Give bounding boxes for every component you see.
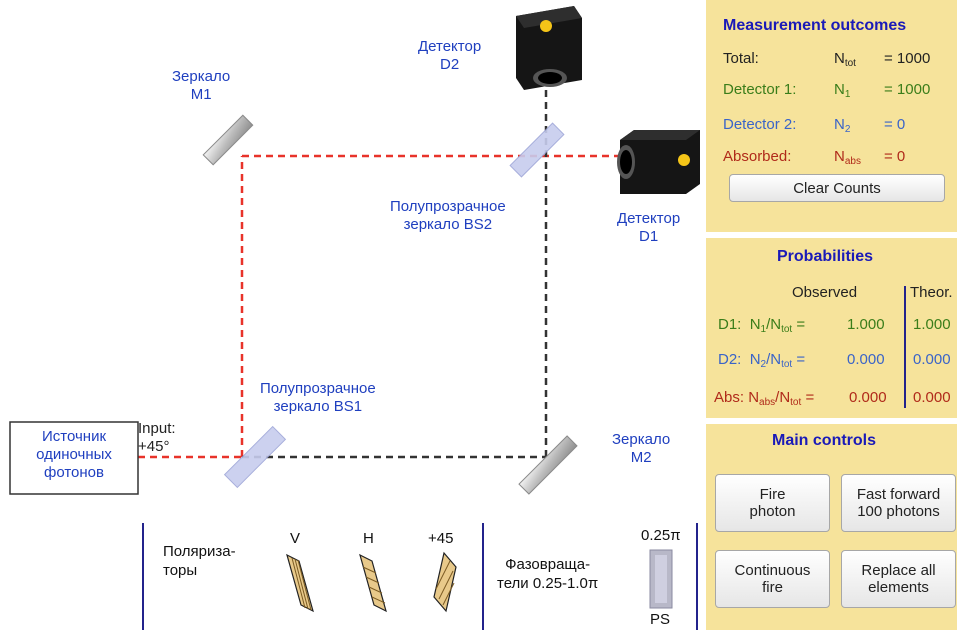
polarizer-h-label: H [363,530,374,547]
prob-row-abs: Abs: Nabs/Ntot = [714,389,815,408]
polarizer-v[interactable] [286,553,314,613]
absorbed-label: Absorbed: [723,148,792,165]
polarizer-v-label: V [290,530,301,547]
prob-d1-observed: 1.000 [847,316,885,333]
detector-d1-light [678,154,690,166]
prob-row-d1: D1: N1/Ntot = [718,316,806,335]
phase-shifter[interactable] [649,549,673,609]
measurement-title: Measurement outcomes [723,17,907,34]
detector2-symbol: N2 [834,116,851,135]
phase-shifter-label: PS [650,611,671,628]
observed-header: Observed [792,284,858,301]
detector1-value: = 1000 [884,81,931,98]
prob-abs-theor: 0.000 [913,389,951,406]
phase-shifters-label: Фазовраща-тели 0.25-1.0π [497,556,599,592]
prob-d2-observed: 0.000 [847,351,885,368]
polarizers-label: Поляриза-торы [163,543,236,579]
beam-splitter-bs2[interactable] [509,122,565,178]
mirror-m2[interactable] [518,435,578,495]
phase-shifter-value: 0.25π [641,527,681,544]
polarizer-h[interactable] [359,553,387,613]
probabilities-panel: Probabilities Observed Theor. D1: N1/Nto… [706,238,957,418]
detector2-value: = 0 [884,116,906,133]
prob-row-d2: D2: N2/Ntot = [718,351,806,370]
detector-d2 [516,6,582,90]
main-controls-title: Main controls [772,432,877,449]
total-symbol: Ntot [834,50,856,69]
clear-counts-button[interactable]: Clear Counts [729,174,945,202]
measurement-panel: Measurement outcomes Total: Ntot = 1000 … [706,0,957,232]
total-value: = 1000 [884,50,931,67]
polarizer-45[interactable] [433,551,457,613]
prob-abs-observed: 0.000 [849,389,887,406]
prob-d2-theor: 0.000 [913,351,951,368]
theor-header: Theor. [910,284,953,301]
photon-source-box [9,421,139,495]
detector1-symbol: N1 [834,81,851,100]
prob-d1-theor: 1.000 [913,316,951,333]
input-polarization-label: Input:+45° [138,420,176,455]
polarizer-45-label: +45 [428,530,454,547]
interferometer-diagram [9,6,700,630]
probabilities-divider [904,286,906,408]
beam-splitter-bs1[interactable] [223,425,287,489]
detector1-label: Detector 1: [723,81,797,98]
detector2-label: Detector 2: [723,116,797,133]
absorbed-value: = 0 [884,148,906,165]
mirror-m1[interactable] [202,114,254,166]
probabilities-title: Probabilities [777,248,874,265]
absorbed-symbol: Nabs [834,148,861,167]
detector-d2-light [540,20,552,32]
detector-d1 [617,130,700,194]
total-label: Total: [723,50,759,67]
